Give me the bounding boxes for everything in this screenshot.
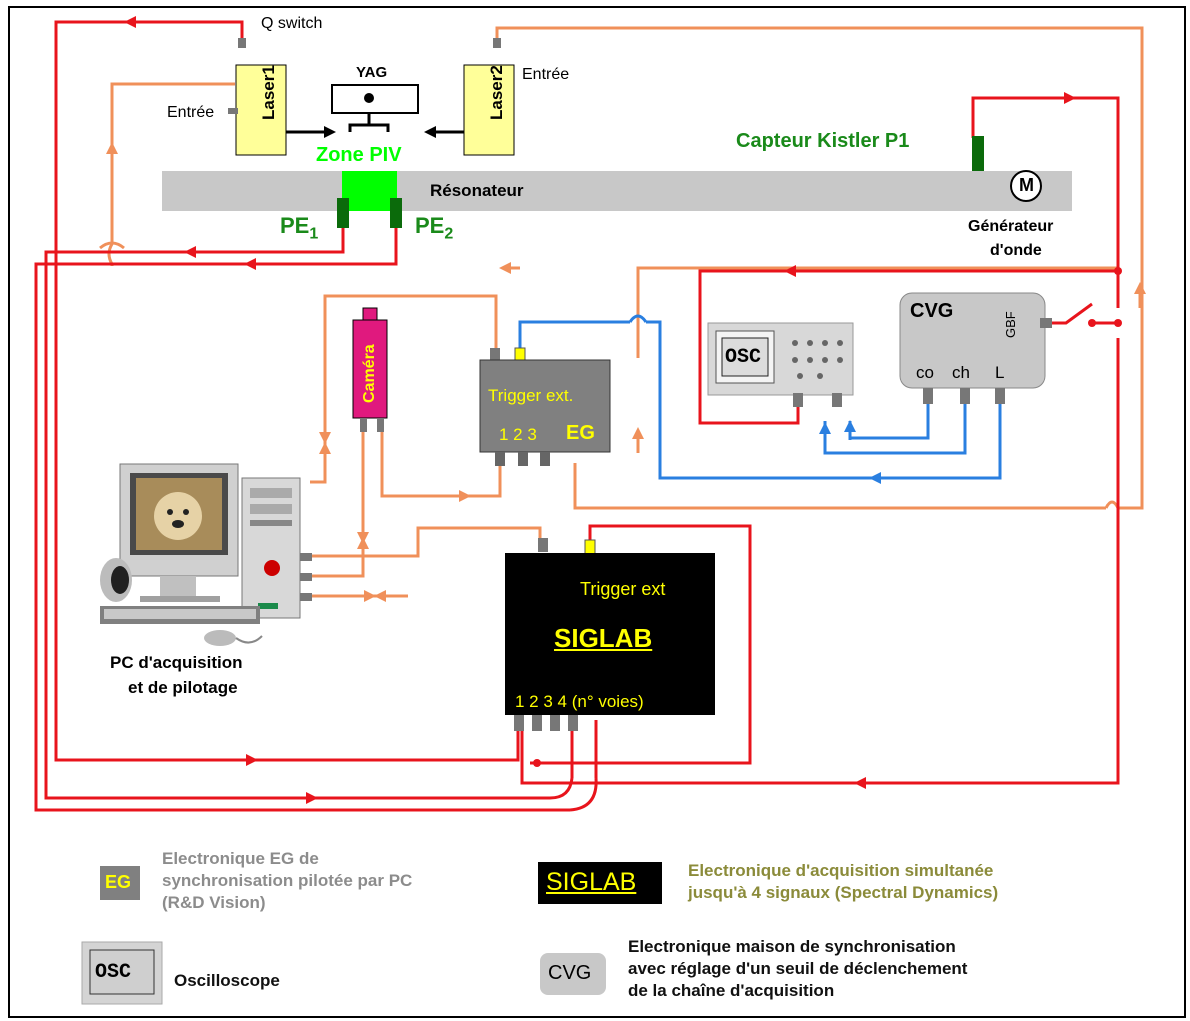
legend-eg-line1: Electronique EG de [162,849,319,868]
entree2-label: Entrée [522,66,570,83]
q-switch-label: Q switch [261,15,323,32]
legend-siglab-line2: jusqu'à 4 signaux (Spectral Dynamics) [688,883,999,902]
oscilloscope-icon [707,322,854,407]
legend-siglab-line1: Electronique d'acquisition simultanée [688,861,994,880]
pe2-sensor [390,198,402,228]
eg-trigger-label: Trigger ext. [488,386,574,405]
pc-label-line1: PC d'acquisition [110,653,243,672]
eg-box [479,359,611,453]
resonateur-label: Résonateur [430,181,524,200]
generateur-line1: Générateur [968,218,1054,235]
yag-label: YAG [356,64,388,81]
wiring-diagram [34,15,1146,1005]
legend-eg-line3: (R&D Vision) [162,893,266,912]
cvg-co-label: co [916,363,934,382]
legend-cvg-line1: Electronique maison de synchronisation [628,937,956,956]
laser1-label: Laser1 [259,65,278,120]
cvg-l-label: L [995,363,1005,382]
legend-cvg-text: Electronique maison de synchronisation a… [628,936,967,1002]
legend-osc-text: Oscilloscope [174,971,280,990]
capteur-kistler-label: Capteur Kistler P1 [736,130,910,152]
generateur-line2: d'onde [990,242,1042,259]
legend-eg-text: Electronique EG de synchronisation pilot… [162,848,412,914]
pe2-subscript: 2 [444,225,454,243]
cvg-box [899,292,1046,389]
yag-box [331,84,419,114]
motor-icon [1010,170,1042,202]
pc-computer-icon [100,463,312,646]
legend-cvg-badge-box [540,953,606,995]
entree1-label: Entrée [167,104,215,121]
legend-siglab-badge: SIGLAB [546,868,637,896]
eg-ports-label: 1 2 3 [499,425,537,444]
zone-piv-label: Zone PIV [316,144,402,166]
legend-cvg-badge: CVG [548,962,592,984]
pc-label-line2: et de pilotage [128,678,238,697]
diagram-frame: Q switch YAG Entrée Entrée Laser1 Laser2… [8,6,1186,1018]
laser1-box [235,64,287,156]
piv-zone [342,171,397,211]
osc-label: OSC [725,346,762,369]
laser2-label: Laser2 [487,65,506,120]
legend-osc-icon [81,941,163,1005]
siglab-ports-label: 1 2 3 4 (n° voies) [515,692,644,711]
legend-eg-badge: EG [105,872,132,892]
siglab-trigger-label: Trigger ext [580,579,666,599]
pe1-sensor [337,198,349,228]
pe2-label: PE2 [415,213,453,243]
camera-label: Caméra [361,344,378,403]
kistler-sensor [972,136,984,171]
legend-cvg-line3: de la chaîne d'acquisition [628,981,835,1000]
legend-cvg-line2: avec réglage d'un seuil de déclenchement [628,959,968,978]
resonator-tube [162,171,1072,211]
legend-siglab-badge-box [538,862,662,904]
legend-eg-line2: synchronisation pilotée par PC [162,871,413,890]
siglab-name-label: SIGLAB [554,623,653,653]
red-wires [34,20,1120,812]
cvg-ch-label: ch [952,363,970,382]
gbf-label: GBF [1003,311,1018,338]
pe2-main: PE [415,213,445,238]
pe1-main: PE [280,213,310,238]
legend-osc-badge: OSC [95,961,132,984]
pe1-label: PE1 [280,213,318,243]
cvg-name-label: CVG [910,300,954,322]
eg-name-label: EG [566,422,595,444]
legend-eg-badge-box [100,866,140,900]
siglab-box [505,553,715,715]
laser2-box [463,64,515,156]
camera-box [352,319,388,419]
motor-symbol: M [1019,175,1034,195]
pe1-subscript: 1 [309,225,319,243]
legend-siglab-text: Electronique d'acquisition simultanée ju… [688,860,998,904]
